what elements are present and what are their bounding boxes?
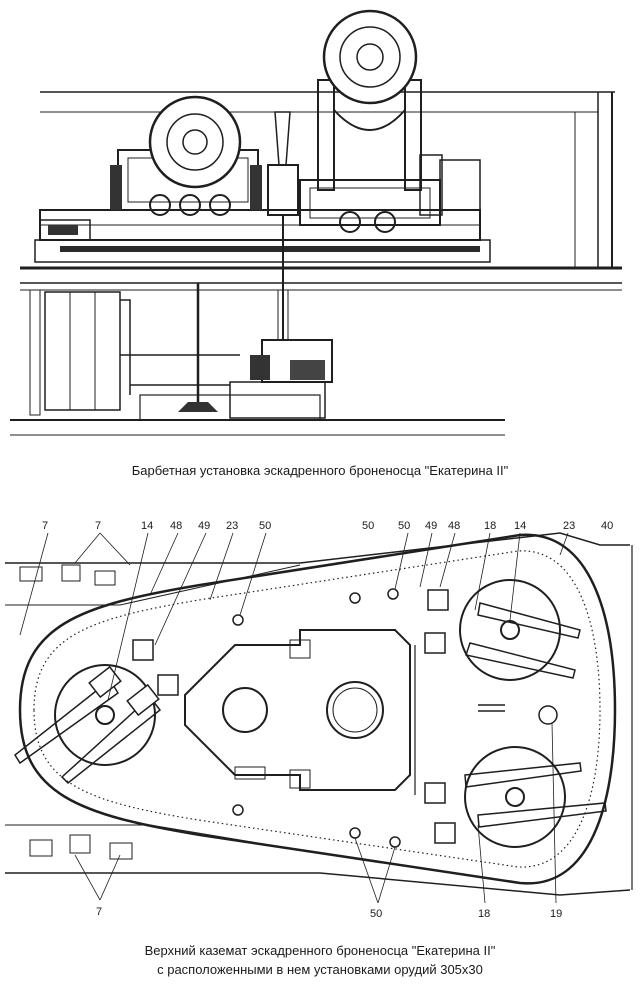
callout-50-c: 50 — [398, 520, 410, 532]
callout-7-a: 7 — [42, 520, 48, 532]
caption-casemate-line1: Верхний каземат эскадренного броненосца … — [144, 943, 496, 958]
callout-48-a: 48 — [170, 520, 182, 532]
callout-40: 40 — [601, 520, 613, 532]
caption-barbette: Барбетная установка эскадренного бронено… — [131, 463, 509, 478]
callout-19: 19 — [550, 908, 562, 920]
casemate-plan-drawing: 7 7 14 48 49 23 50 50 50 49 48 18 14 23 … — [0, 505, 640, 925]
callout-18-b: 18 — [478, 908, 490, 920]
right-gun-mount — [299, 79, 481, 233]
callout-50-b: 50 — [362, 520, 374, 532]
caption-casemate: Верхний каземат эскадренного броненосца … — [0, 941, 640, 979]
callout-23-b: 23 — [563, 520, 575, 532]
right-guns — [424, 589, 607, 844]
deck-structure — [10, 91, 622, 436]
callout-50-a: 50 — [259, 520, 271, 532]
left-gun-breech — [148, 95, 242, 189]
casemate-outline — [18, 533, 617, 885]
central-pivot-column — [229, 111, 333, 419]
callout-7-c: 7 — [96, 906, 102, 918]
callout-48-b: 48 — [448, 520, 460, 532]
callout-50-d: 50 — [370, 908, 382, 920]
right-turntable-upper — [459, 579, 561, 681]
ammunition-hoists — [29, 283, 321, 421]
callout-14-a: 14 — [141, 520, 153, 532]
left-guns — [14, 639, 179, 785]
right-turntable-lower — [464, 746, 566, 848]
callout-18-a: 18 — [484, 520, 496, 532]
callout-23-a: 23 — [226, 520, 238, 532]
callout-49-b: 49 — [425, 520, 437, 532]
callout-7-b: 7 — [95, 520, 101, 532]
left-turntable — [54, 664, 156, 766]
central-structure — [184, 629, 558, 795]
barbette-elevation-drawing — [0, 0, 640, 450]
callout-49-a: 49 — [198, 520, 210, 532]
right-gun-breech — [322, 9, 418, 105]
caption-casemate-line2: с расположенными в нем установками оруди… — [157, 962, 483, 977]
callout-14-b: 14 — [514, 520, 526, 532]
deck-hatches — [232, 588, 401, 848]
leader-lines — [19, 532, 569, 904]
